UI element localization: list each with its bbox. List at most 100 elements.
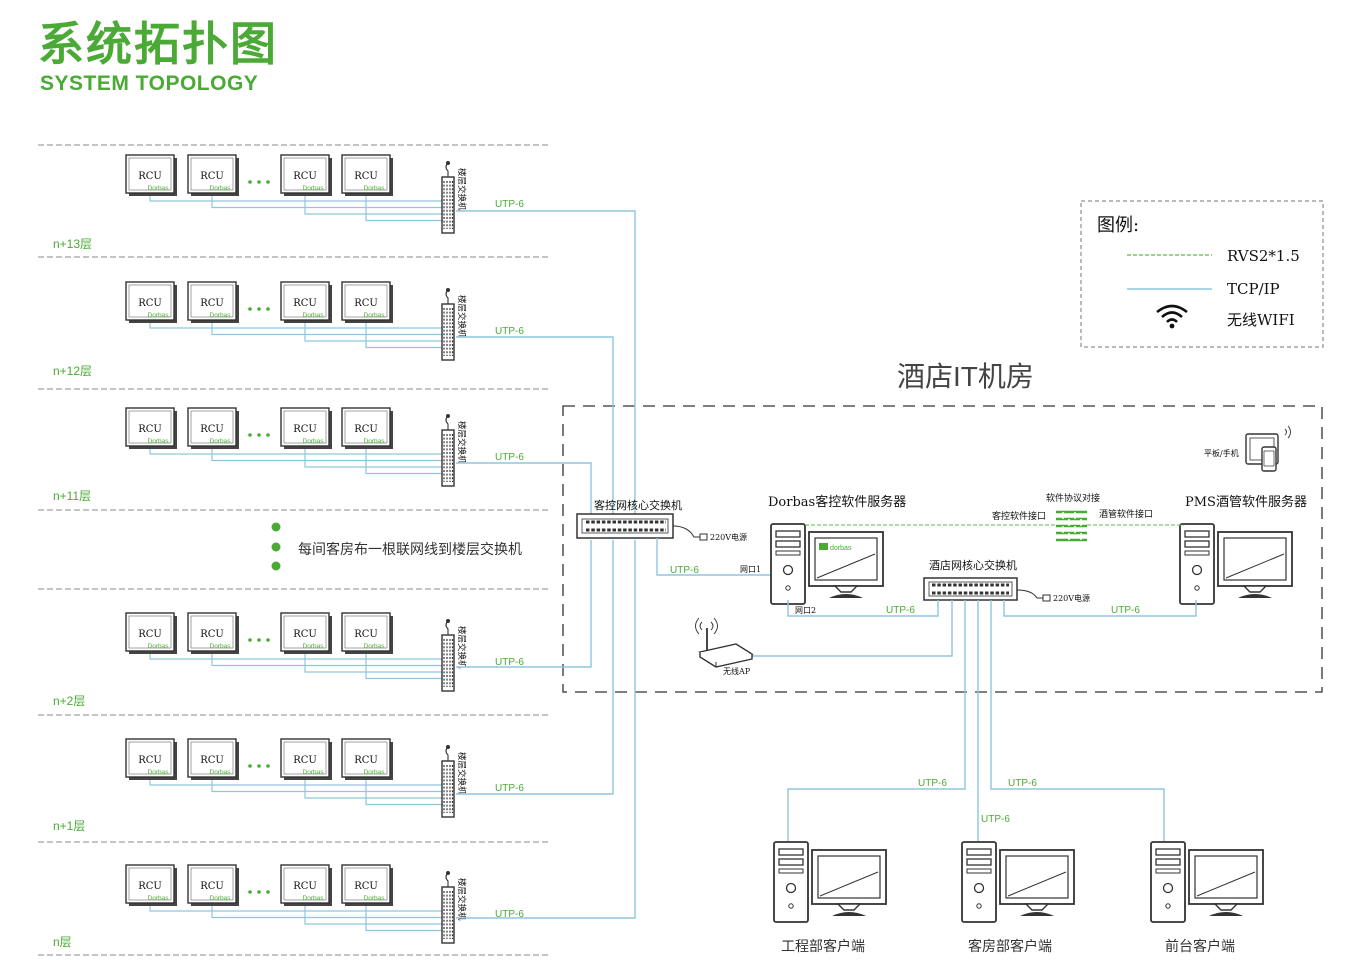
control-to-dorbas-cable-label: UTP-6 — [670, 565, 699, 576]
hotel-interface-label: 酒管软件接口 — [1099, 508, 1153, 520]
pms-link-cable-label: UTP-6 — [1111, 605, 1140, 616]
rcu-label: RCU — [138, 298, 162, 309]
hotel-switch-to-pms — [1003, 600, 1197, 617]
room-cable — [365, 903, 442, 932]
page-subtitle: SYSTEM TOPOLOGY — [40, 72, 259, 95]
rcu-label: RCU — [200, 755, 224, 766]
rcu-label: RCU — [138, 629, 162, 640]
dorbas-link-cable-label: UTP-6 — [886, 605, 915, 616]
ellipsis-dot — [266, 180, 270, 184]
dorbas-to-hotel-switch — [787, 600, 939, 617]
floor-switch-label: 楼层交换机 — [456, 295, 467, 338]
rcu-label: RCU — [354, 171, 378, 182]
rcu-brand: Dorbas — [364, 185, 386, 192]
rcu-label: RCU — [138, 755, 162, 766]
ellipsis-dot — [248, 307, 252, 311]
rcu-brand: Dorbas — [364, 769, 386, 776]
rcu-module: RCU Dorbas — [125, 154, 178, 197]
rcu-label: RCU — [138, 881, 162, 892]
legend-rvs-label: RVS2*1.5 — [1227, 247, 1300, 265]
housekeeping-cable-label: UTP-6 — [981, 814, 1010, 825]
ellipsis-dot — [257, 433, 261, 437]
hotel-switch-power: 220V电源 — [1053, 593, 1090, 603]
housekeeping-client — [961, 841, 1075, 923]
rcu-label: RCU — [354, 881, 378, 892]
note-bullet — [271, 542, 281, 552]
room-cable — [365, 446, 442, 475]
floor-uplink-label: UTP-6 — [495, 657, 524, 668]
rcu-brand: Dorbas — [210, 185, 232, 192]
uplink-n2 — [456, 540, 592, 668]
pms-server-label: PMS酒管软件服务器 — [1185, 494, 1307, 510]
tablet-label: 平板/手机 — [1204, 448, 1239, 458]
wifi-icon — [1155, 304, 1189, 330]
room-cable — [365, 651, 442, 680]
ellipsis-dot — [257, 890, 261, 894]
floor-switch-label: 楼层交换机 — [456, 626, 467, 669]
protocol-label: 软件协议对接 — [1046, 492, 1100, 504]
hotel-switch-to-front-desk — [990, 600, 1165, 846]
floor-switch-label: 楼层交换机 — [456, 752, 467, 795]
floor-switch-icon — [441, 413, 455, 487]
room-cable — [304, 446, 442, 468]
hotel-core-switch — [923, 577, 1051, 602]
floor-switch-label: 楼层交换机 — [456, 168, 467, 211]
rcu-label: RCU — [293, 171, 317, 182]
ellipsis-dot — [266, 638, 270, 642]
rcu-brand: Dorbas — [148, 185, 170, 192]
floor-switch-icon — [441, 744, 455, 818]
ellipsis-dot — [257, 764, 261, 768]
control-core-switch: 客控网核心交换机 220V电源 — [576, 498, 747, 542]
control-to-dorbas-link — [656, 538, 771, 576]
note-bullet — [271, 522, 281, 532]
floor-uplink-label: UTP-6 — [495, 909, 524, 920]
wireless-ap-label: 无线AP — [723, 666, 751, 676]
dorbas-server-label: Dorbas客控软件服务器 — [768, 494, 906, 510]
floor-label: n层 — [53, 935, 72, 949]
ellipsis-dot — [257, 307, 261, 311]
rcu-brand: Dorbas — [210, 895, 232, 902]
room-cable — [365, 193, 442, 222]
room-cable — [211, 651, 442, 667]
rcu-label: RCU — [354, 629, 378, 640]
rcu-label: RCU — [293, 424, 317, 435]
floor-label: n+2层 — [53, 694, 85, 708]
floor-switch-icon — [441, 618, 455, 692]
note-bullet — [271, 561, 281, 571]
rcu-label: RCU — [293, 629, 317, 640]
control-switch-power: 220V电源 — [710, 532, 747, 542]
rcu-label: RCU — [138, 171, 162, 182]
rcu-brand: Dorbas — [148, 769, 170, 776]
room-cable — [304, 777, 442, 799]
rcu-module: RCU Dorbas — [125, 738, 178, 781]
rcu-label: RCU — [200, 881, 224, 892]
port1-label: 网口1 — [740, 565, 761, 574]
dorbas-screen-logo — [819, 543, 828, 550]
hotel-network-links — [746, 600, 1197, 846]
uplink-n11 — [456, 462, 592, 520]
floor-uplink-label: UTP-6 — [495, 783, 524, 794]
pms-server — [1179, 523, 1293, 605]
uplink-n12 — [456, 336, 614, 520]
ellipsis-dot — [266, 433, 270, 437]
hotel-switch-to-ap — [746, 600, 953, 657]
room-cable — [304, 193, 442, 215]
rcu-brand: Dorbas — [148, 438, 170, 445]
legend-frame — [1080, 200, 1324, 348]
floor-label: n+13层 — [53, 237, 92, 251]
